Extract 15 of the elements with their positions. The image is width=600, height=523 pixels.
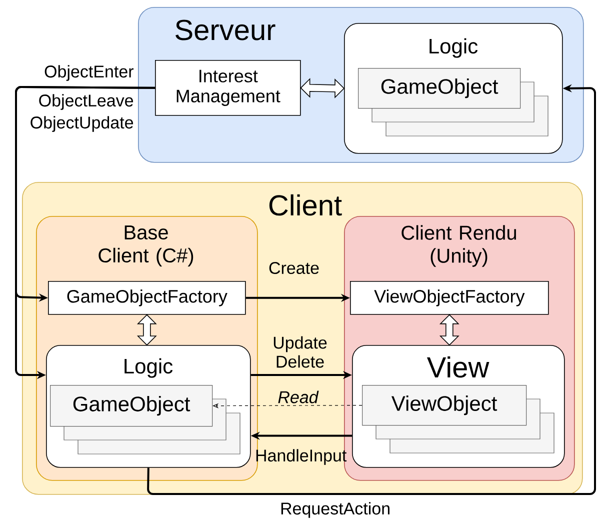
- edge-label: Create: [269, 262, 319, 274]
- process-box: ViewObjectFactory: [350, 281, 549, 315]
- edge-label: Read: [278, 390, 319, 404]
- double-arrow: [439, 314, 460, 346]
- signal-label: ObjectEnter: [44, 65, 134, 81]
- process-box: Interest Management: [155, 60, 301, 116]
- edge-label: Update Delete: [274, 336, 327, 368]
- stacked-object-cards: ViewObject: [362, 385, 554, 454]
- stacked-object-cards: GameObject: [358, 68, 548, 136]
- double-arrow: [136, 314, 157, 346]
- signal-label: ObjectUpdate: [30, 116, 134, 132]
- signal-label: ObjectLeave: [39, 94, 134, 110]
- process-box: GameObjectFactory: [48, 281, 246, 315]
- stacked-object-cards: GameObject: [50, 385, 240, 454]
- edge-label: RequestAction: [281, 502, 390, 518]
